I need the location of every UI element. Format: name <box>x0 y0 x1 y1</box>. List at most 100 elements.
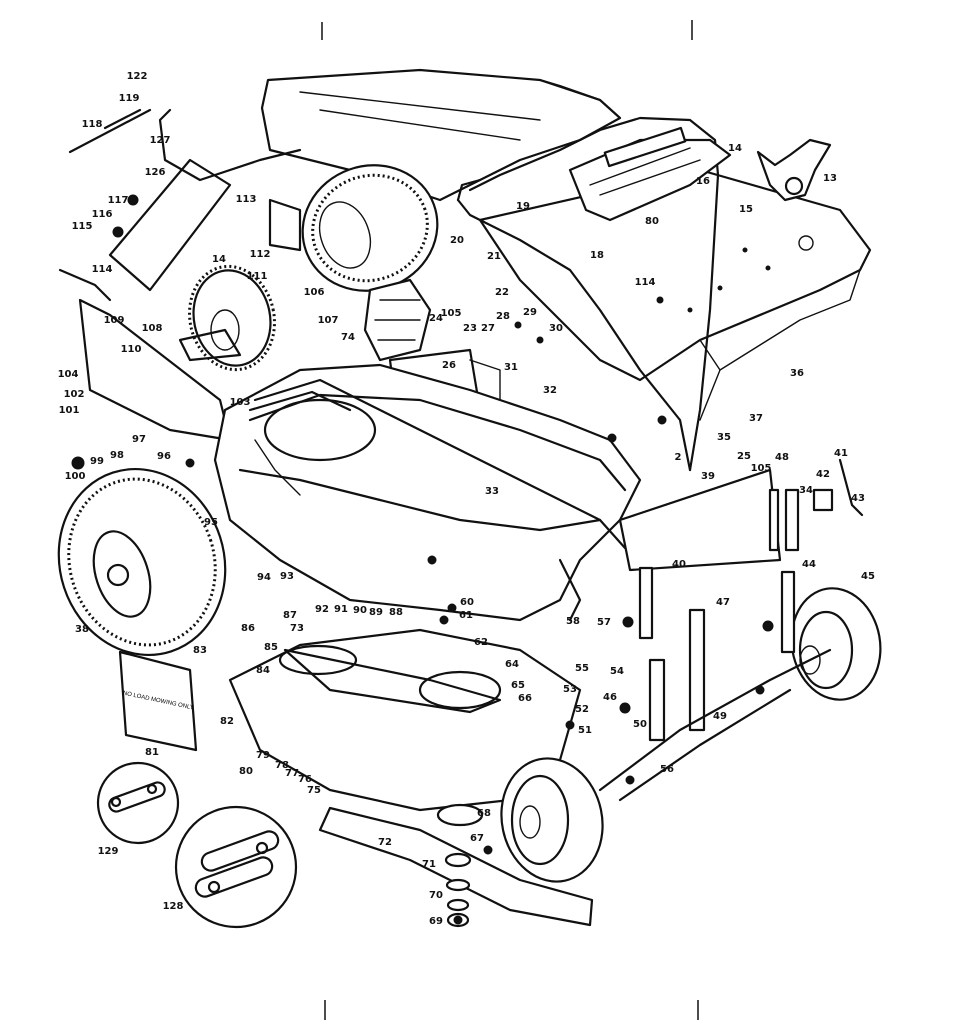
callout-95: 95 <box>204 517 218 528</box>
callout-88: 88 <box>389 607 403 618</box>
callout-114b: 114 <box>635 277 656 288</box>
callout-91: 91 <box>334 604 348 615</box>
callout-100: 100 <box>65 471 86 482</box>
callout-61: 61 <box>459 610 473 621</box>
callout-19: 19 <box>516 201 530 212</box>
callout-37: 37 <box>749 413 763 424</box>
callout-128: 128 <box>163 901 184 912</box>
callout-28: 28 <box>496 311 510 322</box>
callout-43: 43 <box>851 493 865 504</box>
callout-113: 113 <box>236 194 257 205</box>
callout-129: 129 <box>98 846 119 857</box>
callout-18: 18 <box>590 250 604 261</box>
callout-23: 23 <box>463 323 477 334</box>
right-front-wheel-lower <box>500 757 604 883</box>
callout-33: 33 <box>485 486 499 497</box>
handle-frame <box>456 116 720 472</box>
callout-73: 73 <box>290 623 304 634</box>
callout-94: 94 <box>257 572 271 583</box>
callout-81: 81 <box>145 747 159 758</box>
callout-122: 122 <box>127 71 148 82</box>
callout-115: 115 <box>72 221 93 232</box>
callout-32: 32 <box>543 385 557 396</box>
chain-link-detail-128 <box>174 805 298 929</box>
callout-14b: 14 <box>728 143 742 154</box>
callout-65: 65 <box>511 680 525 691</box>
callout-53: 53 <box>563 684 577 695</box>
callout-30: 30 <box>549 323 563 334</box>
callout-102: 102 <box>64 389 85 400</box>
callout-114: 114 <box>92 264 113 275</box>
callout-101: 101 <box>59 405 80 416</box>
hood-body <box>260 68 622 202</box>
callout-46: 46 <box>603 692 617 703</box>
callout-106: 106 <box>304 287 325 298</box>
callout-31: 31 <box>504 362 518 373</box>
callout-20: 20 <box>450 235 464 246</box>
callout-60: 60 <box>460 597 474 608</box>
callout-105a: 105 <box>441 308 462 319</box>
callout-71: 71 <box>422 859 436 870</box>
callout-110: 110 <box>121 344 142 355</box>
callout-38: 38 <box>75 624 89 635</box>
callout-26: 26 <box>442 360 456 371</box>
callout-93: 93 <box>280 571 294 582</box>
mower-deck-housing <box>213 363 642 622</box>
chain-link-detail-129 <box>96 761 180 845</box>
callout-126: 126 <box>145 167 166 178</box>
sprocket-gear <box>178 264 276 372</box>
callout-2: 2 <box>675 452 682 463</box>
callout-116: 116 <box>92 209 113 220</box>
callout-13: 13 <box>823 173 837 184</box>
callout-80: 80 <box>645 216 659 227</box>
callout-64: 64 <box>505 659 519 670</box>
callout-52: 52 <box>575 704 589 715</box>
callout-85: 85 <box>264 642 278 653</box>
callout-80b: 80 <box>239 766 253 777</box>
callout-69: 69 <box>429 916 443 927</box>
callout-84: 84 <box>256 665 270 676</box>
callout-27: 27 <box>481 323 495 334</box>
callout-62: 62 <box>474 637 488 648</box>
decal-plate: NO LOAD MOWING ONLY <box>118 650 198 752</box>
callout-99: 99 <box>90 456 104 467</box>
rear-wheel-top <box>301 164 439 292</box>
callout-109: 109 <box>104 315 125 326</box>
callout-111: 111 <box>247 271 268 282</box>
callout-119: 119 <box>119 93 140 104</box>
callout-29: 29 <box>523 307 537 318</box>
callout-50: 50 <box>633 719 647 730</box>
callout-55: 55 <box>575 663 589 674</box>
callout-49: 49 <box>713 711 727 722</box>
callout-89: 89 <box>369 607 383 618</box>
callout-14a: 14 <box>212 254 226 265</box>
callout-105b: 105 <box>751 463 772 474</box>
callout-25: 25 <box>737 451 751 462</box>
callout-48: 48 <box>775 452 789 463</box>
callout-83: 83 <box>193 645 207 656</box>
part-13-bracket <box>756 138 832 202</box>
spindle-stack <box>444 852 472 928</box>
callout-86: 86 <box>241 623 255 634</box>
callout-97: 97 <box>132 434 146 445</box>
callout-79: 79 <box>256 750 270 761</box>
callout-96: 96 <box>157 451 171 462</box>
callout-108: 108 <box>142 323 163 334</box>
lift-rod <box>248 378 627 550</box>
callout-117: 117 <box>108 195 129 206</box>
callout-36: 36 <box>790 368 804 379</box>
hardware-washers <box>71 194 774 925</box>
callout-16: 16 <box>696 176 710 187</box>
callout-15: 15 <box>739 204 753 215</box>
callout-67: 67 <box>470 833 484 844</box>
callout-76: 76 <box>298 774 312 785</box>
callout-66: 66 <box>518 693 532 704</box>
callout-90: 90 <box>353 605 367 616</box>
callout-87: 87 <box>283 610 297 621</box>
callout-24: 24 <box>429 313 443 324</box>
callout-68: 68 <box>477 808 491 819</box>
callout-40: 40 <box>672 559 686 570</box>
callout-70: 70 <box>429 890 443 901</box>
callout-104: 104 <box>58 369 79 380</box>
